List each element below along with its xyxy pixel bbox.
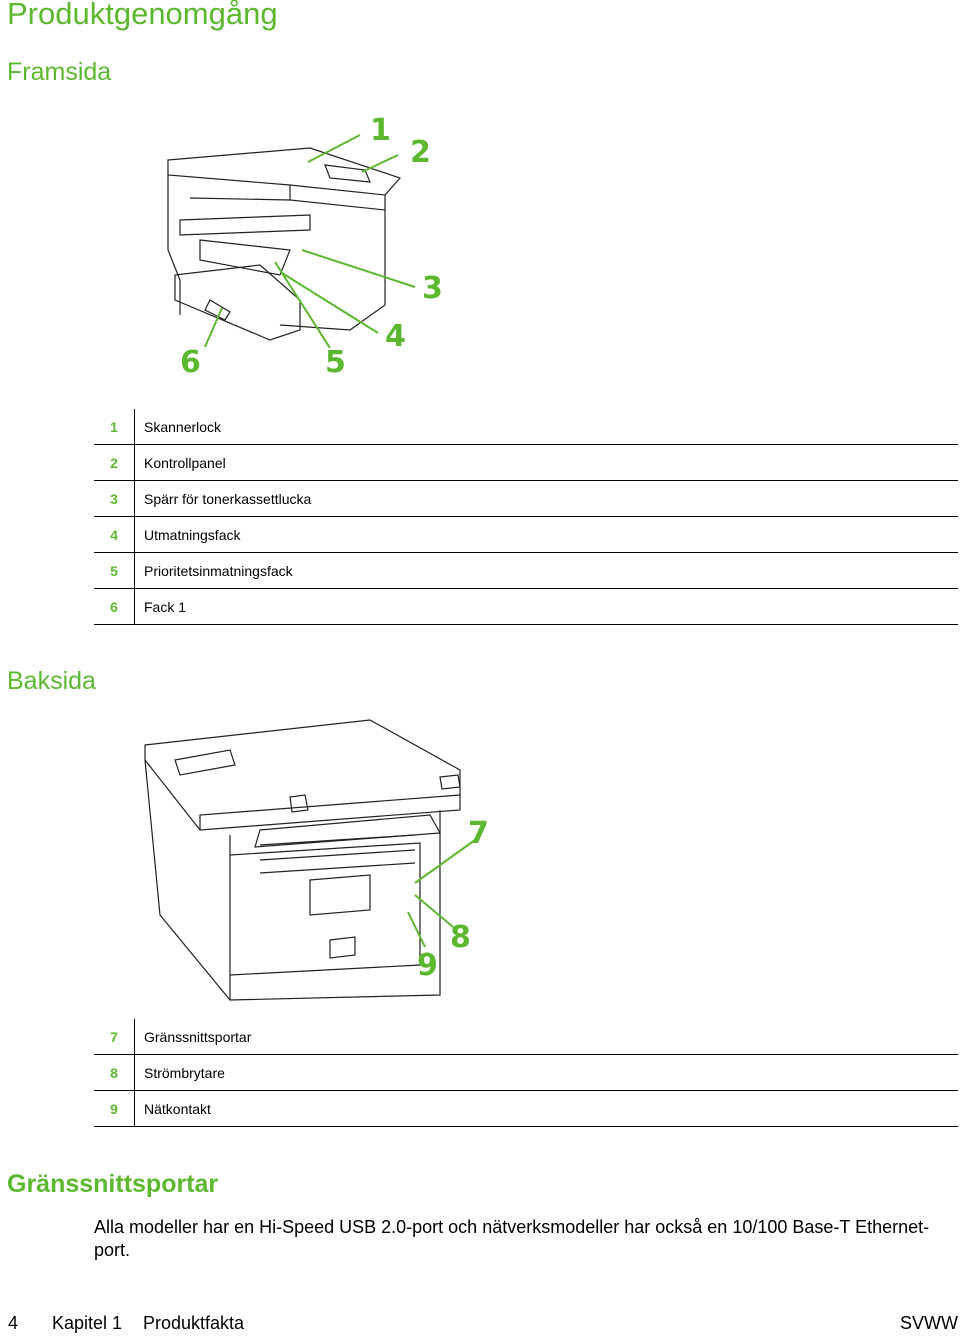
footer-page-number: 4	[8, 1313, 19, 1333]
interface-description: Alla modeller har en Hi-Speed USB 2.0-po…	[94, 1217, 930, 1260]
callout-7: 7	[468, 816, 489, 851]
footer-doc-id: SVWW	[900, 1313, 958, 1333]
callout-2: 2	[410, 135, 431, 170]
callout-6: 6	[180, 345, 201, 380]
footer-section: Produktfakta	[143, 1313, 245, 1333]
interface-heading: Gränssnittsportar	[7, 1170, 219, 1198]
callout-1: 1	[370, 113, 391, 148]
back-heading: Baksida	[7, 667, 96, 695]
footer-chapter: Kapitel 1	[52, 1313, 123, 1333]
callout-5: 5	[325, 345, 346, 380]
printer-back-illustration: 7 8 9	[144, 719, 489, 1001]
callout-8: 8	[450, 920, 471, 955]
page-title: Produktgenomgång	[7, 0, 278, 31]
callout-3: 3	[422, 271, 443, 306]
callout-9: 9	[417, 948, 438, 983]
printer-front-illustration: 1 2 3 4 5 6	[167, 113, 443, 380]
front-heading: Framsida	[7, 58, 112, 86]
callout-4: 4	[385, 319, 406, 354]
